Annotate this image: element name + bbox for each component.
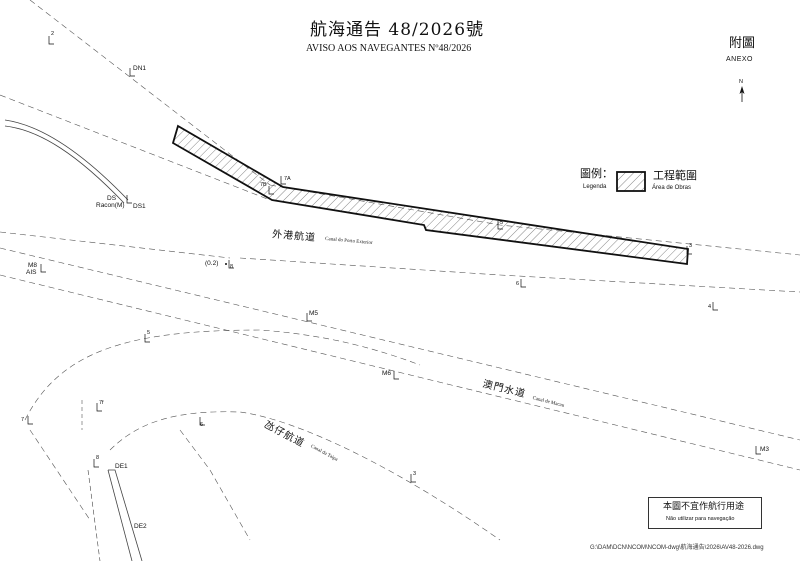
disclaimer-cn: 本圖不宜作航行用途: [663, 502, 745, 512]
beacon-icon: [126, 195, 132, 204]
beacon-icon: [144, 334, 150, 343]
channel-boundary: [239, 257, 800, 293]
page-subtitle: AVISO AOS NAVEGANTES Nº48/2026: [306, 43, 472, 54]
marker-label: DN1: [133, 65, 147, 72]
beacon-icon: [410, 474, 416, 483]
channel-boundary: [29, 429, 91, 521]
marker-label: DE2: [134, 523, 147, 530]
channel-boundary: [29, 0, 271, 186]
annex-label-cn: 附圖: [729, 36, 756, 51]
jetty-line: [107, 469, 133, 561]
marker-label: 5: [500, 220, 504, 226]
works-area: [171, 124, 689, 266]
marker-label: (0.2): [205, 260, 219, 267]
jetty-line: [108, 469, 143, 561]
beacon-icon: [393, 371, 399, 380]
marker-label: 7A: [284, 176, 291, 182]
marker-label: 7: [21, 417, 25, 423]
beacon-icon: [686, 246, 692, 255]
beacon-icon: [268, 186, 274, 195]
beacon-icon: [280, 176, 286, 185]
marker-label: DE1: [115, 463, 128, 470]
marker-label: 3: [413, 471, 417, 477]
beacon-icon: [40, 264, 46, 273]
channel-boundary: [0, 274, 800, 471]
channel-boundary: [179, 429, 251, 541]
north-arrow-icon: [739, 86, 745, 102]
marker-label: 7B: [260, 182, 267, 188]
marker-label: M3: [760, 446, 770, 453]
marker-label: M8: [28, 262, 38, 269]
breakwater-line: [4, 125, 125, 204]
legend-item-pt: Área de Obras: [652, 185, 692, 191]
beacon-icon: [497, 221, 503, 230]
north-label: N: [739, 79, 743, 85]
beacon-icon: [96, 403, 102, 412]
legend-label-pt: Legenda: [583, 184, 607, 190]
marker-label: 4: [708, 304, 712, 310]
jetty-line: [87, 469, 101, 561]
beacon-icon: [712, 302, 718, 311]
channel-boundary: [0, 231, 231, 259]
point-marker-icon: [225, 263, 227, 265]
marker-label: 3: [689, 243, 693, 249]
channel-boundary: [109, 411, 501, 541]
disclaimer-pt: Não utilizar para navegação: [666, 516, 735, 522]
beacon-icon: [93, 459, 99, 468]
marker-label: 8: [96, 455, 100, 461]
beacon-icon: [27, 416, 33, 425]
breakwater-line: [4, 119, 129, 201]
marker-label: Racon(M): [96, 202, 125, 209]
beacon-icon: [755, 446, 761, 455]
beacon-icon: [199, 417, 205, 426]
marker-label: 5: [147, 330, 151, 336]
marker-label: 6: [200, 422, 204, 428]
disclaimer-box: 本圖不宜作航行用途 Não utilizar para navegação: [648, 497, 762, 529]
channel-boundary: [24, 329, 421, 421]
legend-item-cn: 工程範圍: [653, 169, 697, 182]
marker-label: 8: [230, 264, 234, 270]
marker-label: AIS: [26, 269, 37, 276]
beacon-icon: [48, 36, 54, 45]
channel-boundary: [0, 94, 271, 201]
annex-label-pt: ANEXO: [726, 56, 754, 63]
beacon-icon: [520, 279, 526, 288]
beacon-icon: [228, 260, 234, 269]
beacon-icon: [129, 68, 135, 77]
legend-label-cn: 圖例：: [580, 167, 613, 180]
marker-label: DS1: [133, 203, 146, 210]
marker-label: M5: [309, 310, 319, 317]
marker-label: 7f: [99, 400, 104, 406]
marker-label: 2: [51, 31, 55, 37]
page-title: 航海通告 48/2026號: [310, 20, 485, 40]
channel-boundary: [0, 247, 800, 441]
marker-label: DS: [107, 195, 117, 202]
legend-swatch: [616, 171, 646, 192]
file-path: G:\DAM\DCN\NCOM\NCOM-dwg\航海通告\2026\AV48-…: [590, 545, 764, 551]
marker-label: 6: [516, 281, 520, 287]
beacon-icon: [306, 313, 312, 322]
marker-label: M6: [382, 370, 392, 377]
